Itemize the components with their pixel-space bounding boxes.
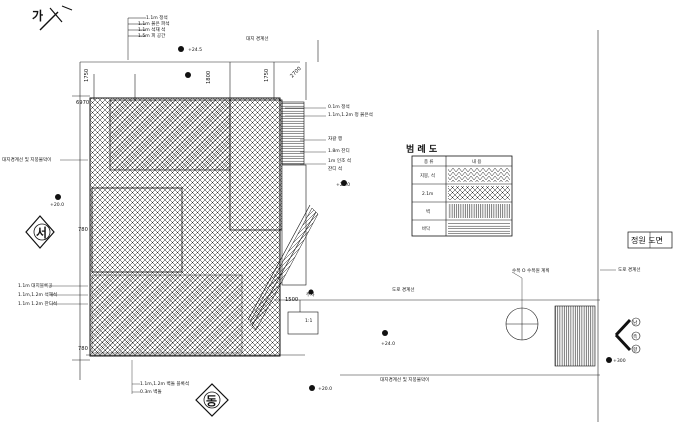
dim-right-mid: 1500 bbox=[285, 297, 298, 303]
left-label-stack: 1.1m 대지블록공 1.1m,1.2m 석재석 1.1m 1.2m 잔디석 bbox=[18, 282, 88, 307]
svg-text:1.1m 붉은 파석: 1.1m 붉은 파석 bbox=[138, 20, 170, 27]
top-road-label: 대지 경계선 bbox=[246, 35, 269, 42]
west-marker: 서 bbox=[25, 215, 55, 249]
svg-text:0.1m 정석: 0.1m 정석 bbox=[328, 103, 350, 110]
bottom-level: +20.0 bbox=[318, 386, 332, 392]
small-label: 1:1 bbox=[305, 318, 312, 324]
title-box: 정원 도면 bbox=[627, 231, 673, 249]
east-marker: 남 측 향 bbox=[614, 317, 641, 354]
bottom-road-label: 대지경계선 및 지붕물막이 bbox=[380, 376, 429, 383]
svg-text:1.1m 대지블록공: 1.1m 대지블록공 bbox=[18, 282, 52, 289]
svg-text:바닥: 바닥 bbox=[422, 225, 430, 232]
small-planter bbox=[287, 311, 319, 335]
tree-label: 수목 O 수목원 계획 bbox=[512, 267, 550, 274]
svg-text:남: 남 bbox=[633, 319, 638, 326]
svg-text:잔디 석: 잔디 석 bbox=[328, 165, 342, 172]
small-label-2: 주차 bbox=[306, 291, 315, 298]
top-level: +24.5 bbox=[188, 47, 202, 53]
roof-upper-block bbox=[109, 99, 231, 171]
left-side-label: 대지경계선 및 지붕물막이 bbox=[2, 156, 51, 163]
roof-right-wing bbox=[229, 99, 283, 231]
svg-text:향: 향 bbox=[633, 346, 638, 353]
svg-text:내 용: 내 용 bbox=[472, 158, 481, 165]
dim-bottom-left: 780 bbox=[78, 346, 88, 352]
svg-text:1.1m 1.2m 잔디석: 1.1m 1.2m 잔디석 bbox=[18, 300, 57, 307]
svg-text:벽: 벽 bbox=[426, 208, 430, 215]
dim-top-mid: 1800 bbox=[206, 71, 212, 84]
right-level: +20.0 bbox=[336, 182, 350, 188]
svg-text:1.1m,1.2m 정 붉은석: 1.1m,1.2m 정 붉은석 bbox=[328, 111, 373, 118]
svg-text:0.3m 벽돌: 0.3m 벽돌 bbox=[140, 388, 162, 395]
svg-text:자갈 행: 자갈 행 bbox=[328, 135, 342, 142]
legend: 범 례 도 종 류 내 용 지붕, 석 2.1m 벽 바닥 bbox=[406, 143, 513, 237]
dim-top-small: 6970 bbox=[76, 100, 89, 106]
south-marker: 동 bbox=[195, 383, 229, 417]
gate-label: 도로 경계선 bbox=[618, 266, 641, 273]
svg-text:1.8m 잔디: 1.8m 잔디 bbox=[328, 147, 350, 154]
svg-text:1m 인조 석: 1m 인조 석 bbox=[328, 157, 351, 164]
level-marker-icon bbox=[55, 46, 612, 391]
svg-text:지붕, 석: 지붕, 석 bbox=[420, 172, 435, 179]
svg-text:1.5m 피 공간: 1.5m 피 공간 bbox=[138, 32, 166, 39]
entry-gate bbox=[554, 305, 596, 367]
right-label-stack: 0.1m 정석 1.1m,1.2m 정 붉은석 자갈 행 1.8m 잔디 1m … bbox=[285, 103, 373, 172]
north-arrow-icon bbox=[39, 5, 73, 31]
stair-upper bbox=[281, 101, 305, 165]
dim-left-mid: 780 bbox=[78, 227, 88, 233]
north-mark-label: 가 bbox=[32, 8, 43, 23]
svg-text:1.1m,1.2m 벽돌 블록석: 1.1m,1.2m 벽돌 블록석 bbox=[140, 380, 189, 387]
ramp-hatch bbox=[249, 207, 319, 331]
dim-top-right-2: 2700 bbox=[289, 66, 303, 80]
roof-lower-left bbox=[91, 274, 243, 354]
svg-text:2.1m: 2.1m bbox=[422, 191, 433, 197]
svg-text:동: 동 bbox=[206, 394, 217, 408]
bottom-label-stack: 1.1m,1.2m 벽돌 블록석 0.3m 벽돌 bbox=[131, 360, 189, 395]
svg-text:범 례 도: 범 례 도 bbox=[406, 143, 438, 155]
svg-text:측: 측 bbox=[633, 333, 637, 340]
roof-inner-block bbox=[91, 187, 183, 273]
dim-top-right: 1750 bbox=[264, 69, 270, 82]
svg-text:1.1m 정석: 1.1m 정석 bbox=[146, 14, 168, 21]
dim-top-left: 1750 bbox=[84, 69, 90, 82]
left-level: +20.0 bbox=[50, 202, 64, 208]
gate-level: +300 bbox=[613, 358, 626, 364]
top-label-stack: 1.1m 정석 1.1m 붉은 파석 1.1m 석재 석 1.5m 피 공간 bbox=[127, 14, 170, 60]
svg-text:종 류: 종 류 bbox=[424, 159, 433, 165]
road-label: 도로 경계선 bbox=[392, 286, 415, 293]
svg-text:서: 서 bbox=[36, 225, 47, 240]
svg-text:1.1m,1.2m 석재석: 1.1m,1.2m 석재석 bbox=[18, 291, 57, 298]
courtyard-level: +24.0 bbox=[381, 341, 395, 347]
svg-text:정원 도면: 정원 도면 bbox=[631, 235, 663, 245]
tree-icon bbox=[505, 271, 539, 341]
svg-text:1.1m 석재 석: 1.1m 석재 석 bbox=[138, 26, 165, 33]
